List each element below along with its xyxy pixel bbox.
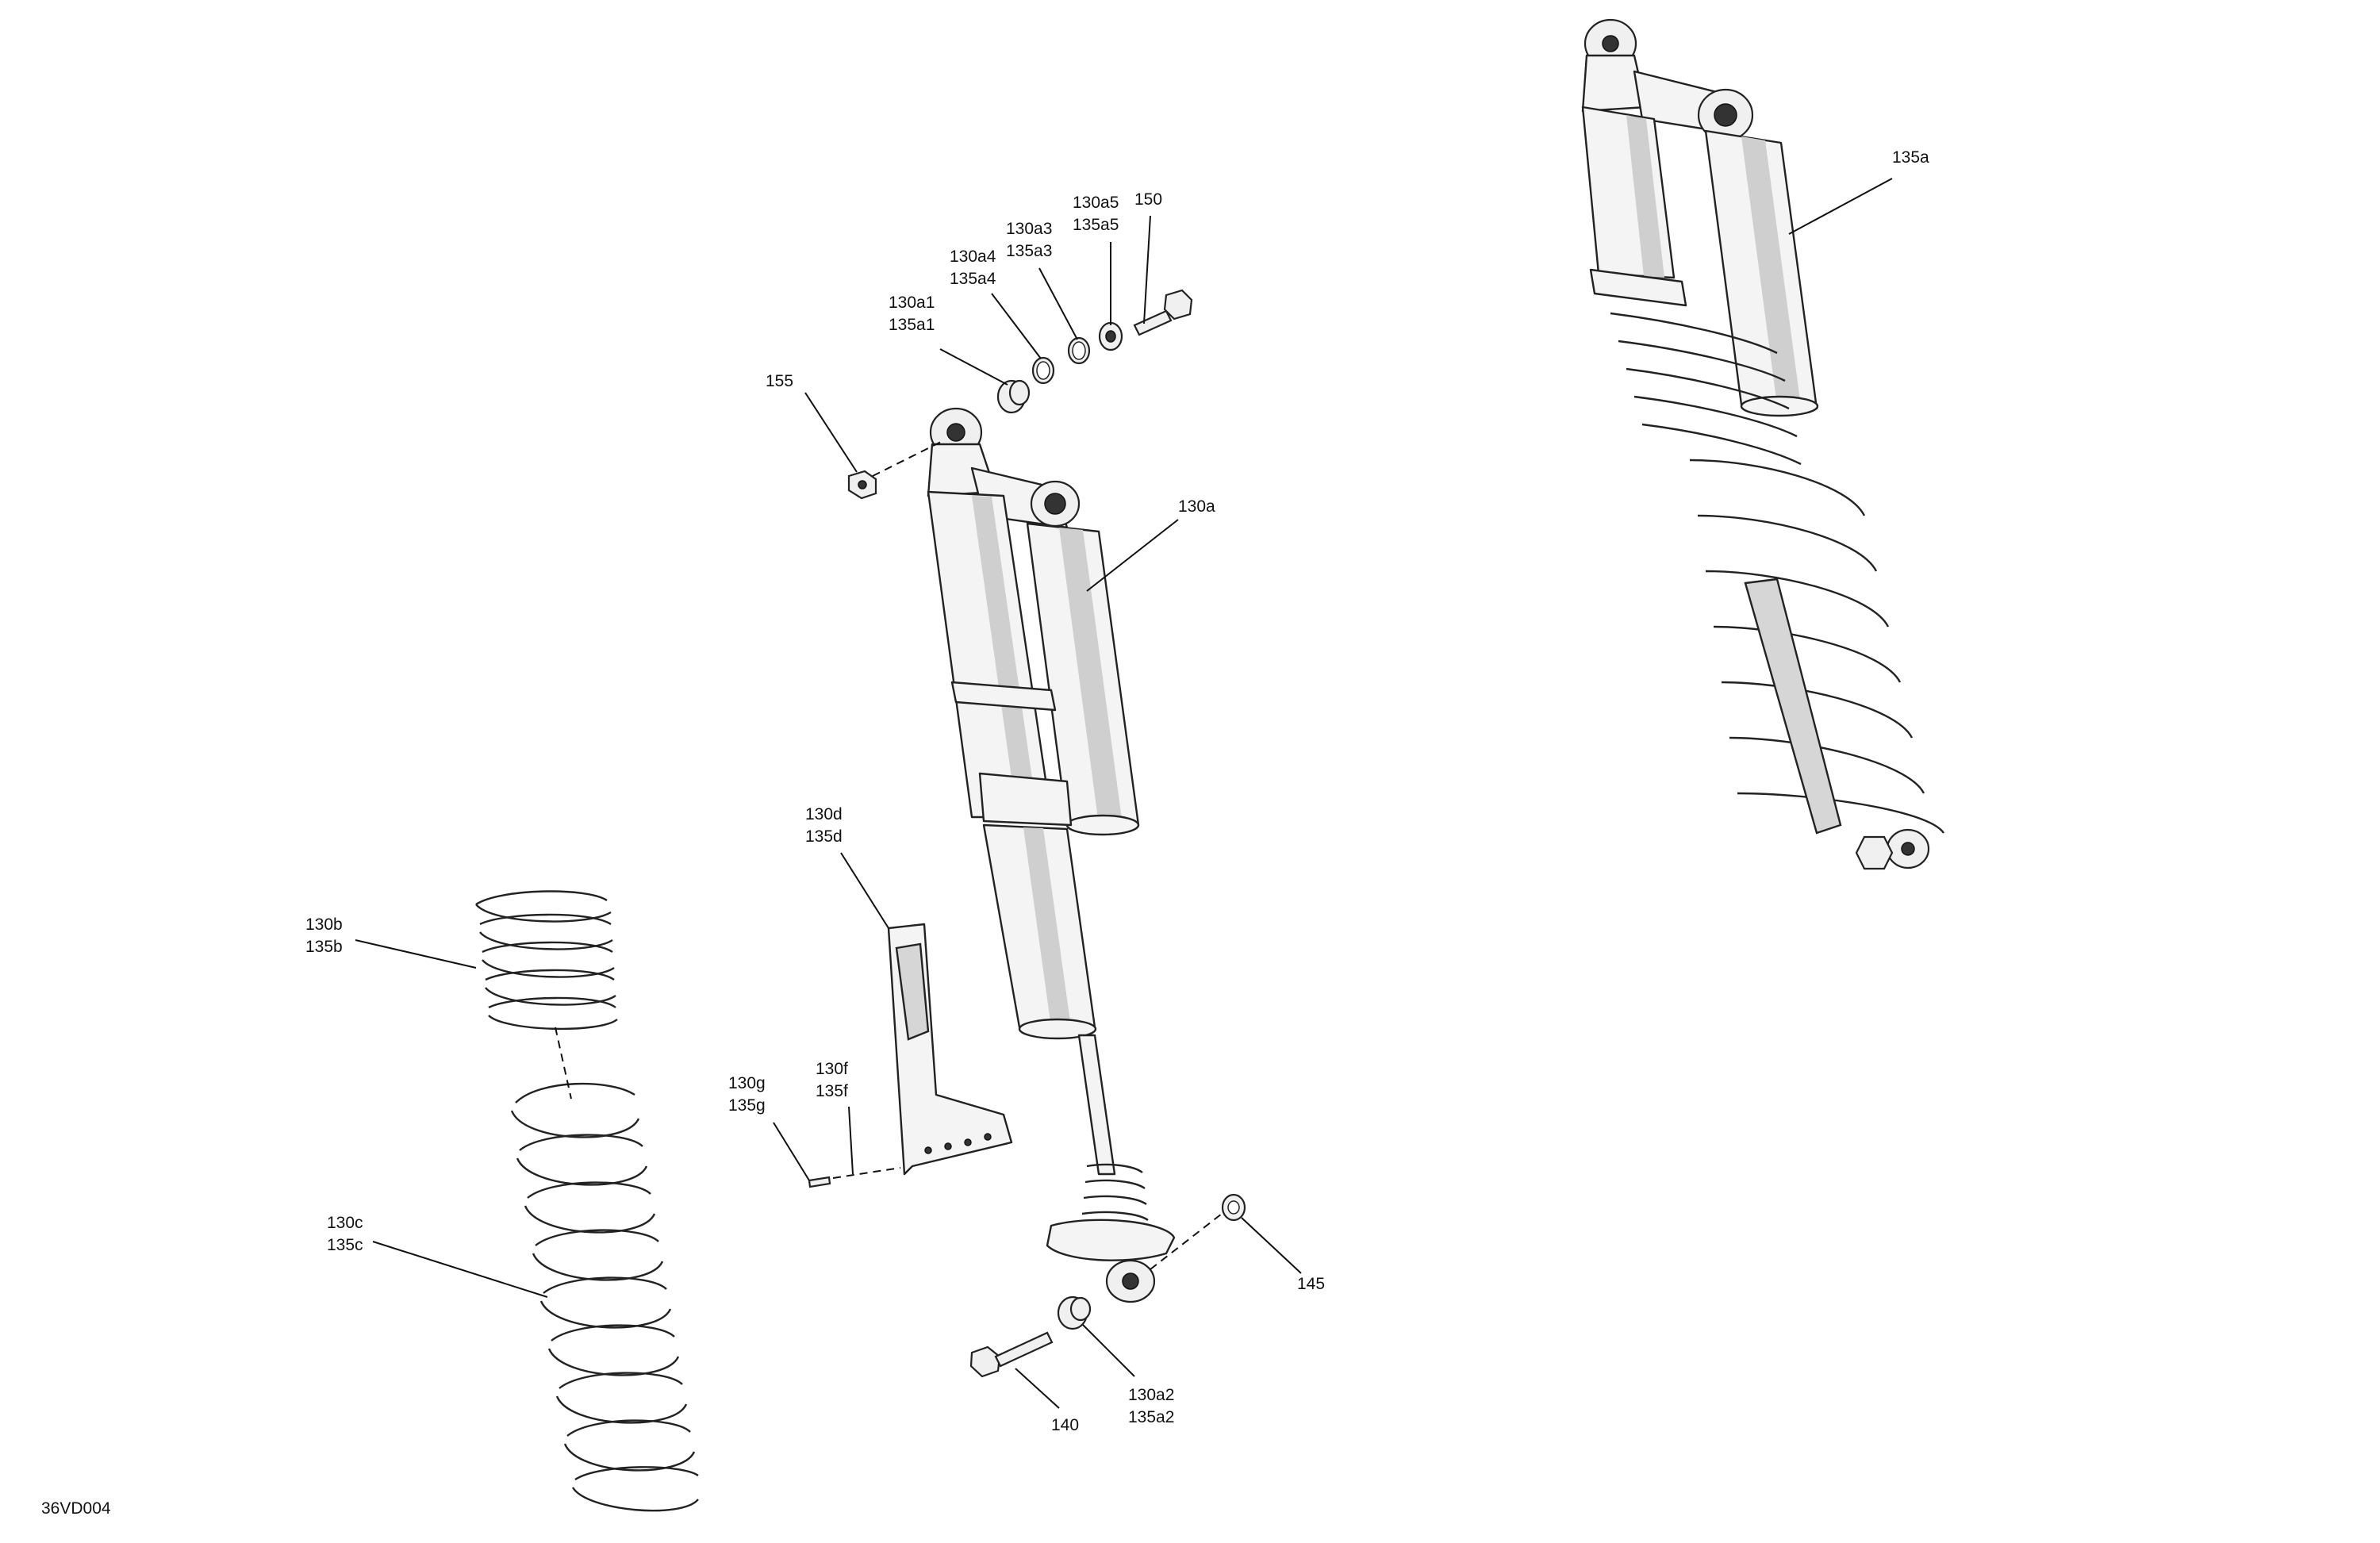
callout-130c: 130c — [327, 1214, 363, 1232]
callout-135f: 135f — [816, 1082, 848, 1100]
callout-150: 150 — [1134, 190, 1162, 209]
exploded-shock-absorber — [927, 407, 1176, 1303]
callout-135g: 135g — [728, 1096, 766, 1115]
main-spring — [510, 1082, 699, 1512]
assembled-spring — [1610, 312, 1944, 834]
callout-140: 140 — [1051, 1416, 1079, 1434]
callout-130a2: 130a2 — [1128, 1386, 1174, 1404]
alignment-lines — [555, 439, 1223, 1270]
callout-130a4: 130a4 — [950, 248, 996, 266]
callout-130a1: 130a1 — [889, 294, 935, 312]
lower-hardware — [969, 1193, 1246, 1378]
tender-spring — [475, 890, 618, 1031]
callout-labels: 150 130a5 135a5 130a3 135a3 130a4 135a4 … — [41, 148, 1929, 1518]
callout-135a1: 135a1 — [889, 316, 935, 334]
callout-130d: 130d — [805, 805, 843, 823]
callout-130g: 130g — [728, 1074, 766, 1092]
callout-130f: 130f — [816, 1060, 848, 1078]
callout-145: 145 — [1297, 1275, 1325, 1293]
callout-130a5: 130a5 — [1073, 194, 1119, 212]
callout-130a3: 130a3 — [1006, 220, 1052, 238]
upper-hardware-stack — [847, 289, 1193, 500]
callout-135a4: 135a4 — [950, 270, 996, 288]
assembled-shock-absorber — [1581, 18, 1944, 870]
callout-135a3: 135a3 — [1006, 242, 1052, 260]
callout-130b: 130b — [305, 915, 343, 934]
callout-135d: 135d — [805, 827, 843, 846]
callout-155: 155 — [766, 372, 793, 390]
callout-135a2: 135a2 — [1128, 1408, 1174, 1426]
callout-135c: 135c — [327, 1236, 363, 1254]
diagram-code: 36VD004 — [41, 1499, 111, 1518]
lower-bumper-stack — [1081, 1163, 1149, 1222]
callout-135b: 135b — [305, 938, 343, 956]
callout-130a: 130a — [1178, 497, 1215, 516]
callout-135a5: 135a5 — [1073, 216, 1119, 234]
callout-135a: 135a — [1892, 148, 1929, 167]
leader-lines — [355, 178, 1893, 1409]
shock-guard — [808, 923, 1013, 1188]
